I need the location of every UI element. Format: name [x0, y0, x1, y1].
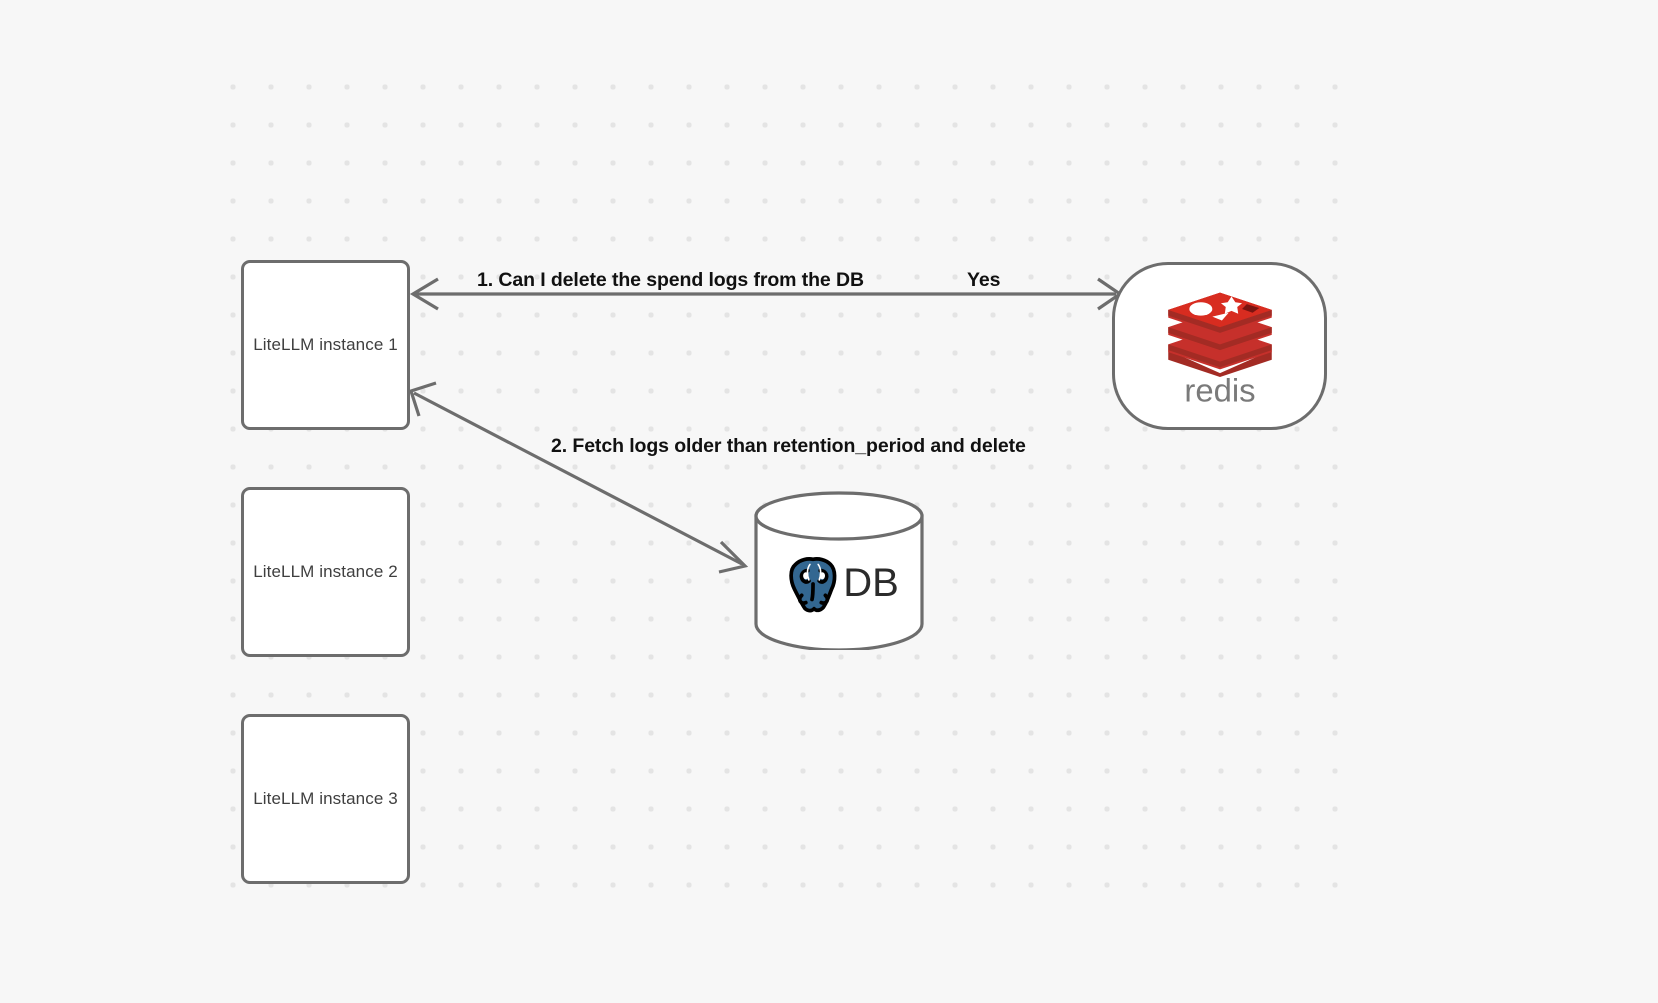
redis-wordmark: redis — [1184, 372, 1255, 409]
cylinder-shape — [754, 491, 924, 650]
node-litellm-instance-2[interactable]: LiteLLM instance 2 — [241, 487, 410, 657]
edge-label-yes: Yes — [967, 269, 1001, 291]
node-label: LiteLLM instance 2 — [253, 562, 398, 581]
node-label: LiteLLM instance 1 — [253, 335, 398, 354]
database-label: DB — [843, 561, 899, 605]
edge-instance1-database — [408, 381, 749, 574]
node-litellm-instance-1[interactable]: LiteLLM instance 1 — [241, 260, 410, 430]
node-database[interactable]: DB — [753, 490, 925, 650]
redis-logo-icon — [1167, 292, 1272, 377]
postgresql-elephant-icon — [789, 557, 837, 613]
node-redis[interactable]: redis — [1112, 262, 1327, 430]
database-content: DB — [753, 490, 925, 650]
node-litellm-instance-3[interactable]: LiteLLM instance 3 — [241, 714, 410, 884]
redis-wordmark-text: redis — [1184, 372, 1255, 409]
edge-label-step-1: 1. Can I delete the spend logs from the … — [477, 269, 864, 291]
edge-label-step-2: 2. Fetch logs older than retention_perio… — [551, 435, 1026, 457]
node-label: LiteLLM instance 3 — [253, 789, 398, 808]
